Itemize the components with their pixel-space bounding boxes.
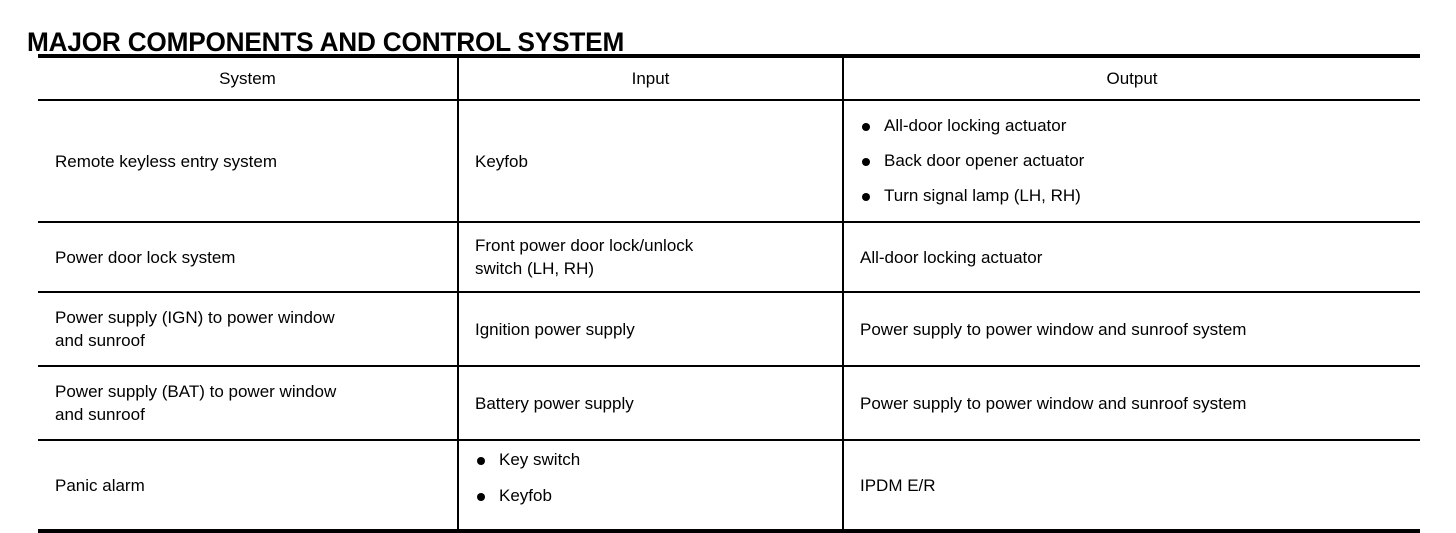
- cell-text-line: Front power door lock/unlock: [475, 236, 694, 255]
- table-row: Remote keyless entry system Keyfob All-d…: [38, 100, 1420, 223]
- list-item: Keyfob: [475, 485, 828, 507]
- major-components-table-container: System Input Output Remote keyless entry…: [38, 54, 1420, 533]
- page-title: MAJOR COMPONENTS AND CONTROL SYSTEM: [27, 27, 625, 58]
- cell-text-line: and sunroof: [55, 331, 145, 350]
- cell-input-battery-power-supply: Battery power supply: [457, 366, 843, 441]
- input-bullet-list: Key switch Keyfob: [475, 449, 828, 507]
- cell-system-panic-alarm: Panic alarm: [38, 440, 458, 533]
- table-header-row: System Input Output: [38, 54, 1420, 101]
- cell-system-power-door-lock: Power door lock system: [38, 222, 458, 293]
- cell-text-line: and sunroof: [55, 405, 145, 424]
- cell-output-power-supply-window-sunroof: Power supply to power window and sunroof…: [842, 292, 1420, 367]
- major-components-table: System Input Output Remote keyless entry…: [38, 54, 1420, 533]
- cell-text-line: switch (LH, RH): [475, 259, 595, 278]
- table-body: Remote keyless entry system Keyfob All-d…: [38, 100, 1420, 533]
- cell-system-power-supply-bat: Power supply (BAT) to power window and s…: [38, 366, 458, 441]
- cell-output-power-supply-window-sunroof: Power supply to power window and sunroof…: [842, 366, 1420, 441]
- list-item: All-door locking actuator: [860, 115, 1406, 137]
- cell-output-ipdm-er: IPDM E/R: [842, 440, 1420, 533]
- cell-output-all-door-locking-actuator: All-door locking actuator: [842, 222, 1420, 293]
- table-row: Power supply (BAT) to power window and s…: [38, 366, 1420, 441]
- cell-input-ignition-power-supply: Ignition power supply: [457, 292, 843, 367]
- table-row: Panic alarm Key switch Keyfob IPDM E/R: [38, 440, 1420, 533]
- cell-system-remote-keyless-entry: Remote keyless entry system: [38, 100, 458, 223]
- table-row: Power supply (IGN) to power window and s…: [38, 292, 1420, 367]
- cell-input-front-power-door-lock-switch: Front power door lock/unlock switch (LH,…: [457, 222, 843, 293]
- list-item: Back door opener actuator: [860, 150, 1406, 172]
- list-item: Turn signal lamp (LH, RH): [860, 185, 1406, 207]
- cell-system-power-supply-ign: Power supply (IGN) to power window and s…: [38, 292, 458, 367]
- table-row: Power door lock system Front power door …: [38, 222, 1420, 293]
- output-bullet-list: All-door locking actuator Back door open…: [860, 115, 1406, 207]
- cell-text-line: Power supply (BAT) to power window: [55, 382, 337, 401]
- column-header-system: System: [38, 54, 458, 101]
- cell-output-remote-keyless-entry: All-door locking actuator Back door open…: [842, 100, 1420, 223]
- column-header-output: Output: [842, 54, 1420, 101]
- cell-input-panic-alarm: Key switch Keyfob: [457, 440, 843, 533]
- table-header: System Input Output: [38, 54, 1420, 101]
- column-header-input: Input: [457, 54, 843, 101]
- cell-input-keyfob: Keyfob: [457, 100, 843, 223]
- cell-text-line: Power supply (IGN) to power window: [55, 308, 335, 327]
- list-item: Key switch: [475, 449, 828, 471]
